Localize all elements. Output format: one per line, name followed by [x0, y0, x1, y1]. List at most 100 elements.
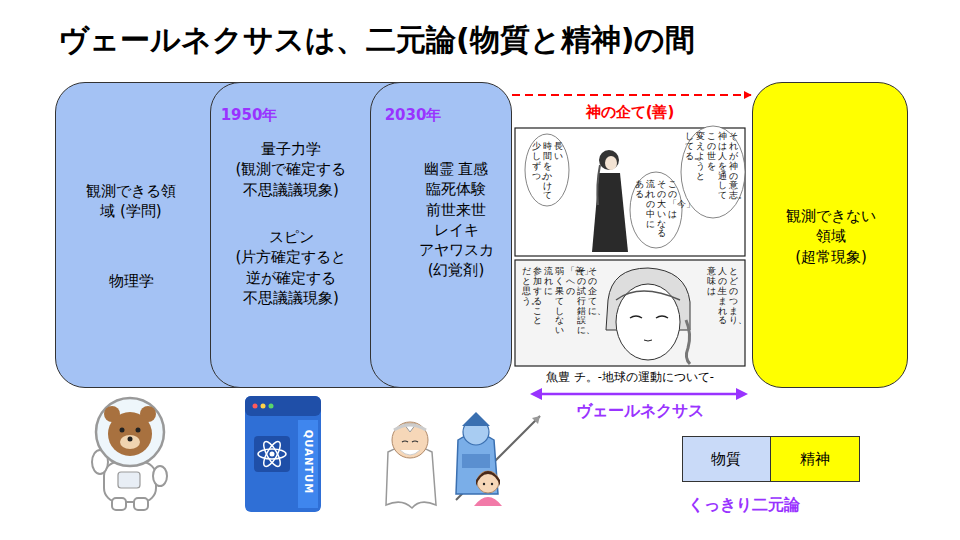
range-arrow: [530, 388, 748, 400]
illustration-part: [128, 437, 133, 442]
manga-dialogue: 変えようと: [696, 132, 705, 181]
illustration-part: [120, 435, 140, 449]
illustration-part: [261, 439, 284, 468]
illustration-part: [134, 498, 148, 510]
illustration-part: [245, 396, 321, 416]
illustration-part: [153, 466, 167, 486]
region-box: 観測できない 領域 (超常現象): [752, 82, 908, 388]
girl: [474, 471, 502, 506]
illustration-part: [118, 472, 140, 488]
illustration-part: [394, 425, 426, 430]
illustration-part: [476, 471, 500, 486]
illustration-part: [392, 422, 428, 458]
illustration-part: [254, 436, 290, 472]
quantum-computer: [245, 396, 321, 512]
illustration-part: [515, 260, 745, 366]
illustration-part: [261, 439, 284, 468]
illustration-part: [108, 412, 152, 456]
manga-dialogue: 意味は、: [707, 267, 716, 297]
node-text: 量子力学 (観測で確定する 不思議議現象): [236, 139, 347, 200]
diagram-title: ヴェールネクサスは、二元論(物質と精神)の間: [58, 20, 695, 61]
year-heading: 1950年: [221, 105, 278, 125]
manga-dialogue: 弱く果てしない: [555, 267, 564, 336]
illustration-part: [686, 320, 690, 364]
node-text: 幽霊 直感 臨死体験 前世来世 レイキ アヤワスカ (幻覚剤): [419, 159, 494, 281]
manga-dialogue: とどのつまり、: [729, 267, 738, 326]
manga-dialogue: その大いなる: [657, 180, 666, 239]
dashed-arrow: [512, 94, 751, 96]
illustration-part: [616, 291, 680, 300]
image-credit: 魚豊 チ。-地球の運動について-: [546, 370, 714, 385]
manga-dialogue: 参加すること: [533, 267, 542, 326]
illustration-part: [402, 441, 418, 442]
node-text: スピン (片方確定すると 逆が確定する 不思議議現象): [236, 227, 347, 308]
illustration-part: [269, 404, 274, 409]
illustration-part: [400, 450, 420, 455]
illustration-part: [261, 404, 266, 409]
illustration-part: [630, 172, 682, 248]
illustration-part: [477, 471, 499, 493]
illustration-part: [540, 393, 738, 396]
illustration-part: [605, 156, 617, 170]
manga-dialogue: 時間をかけて: [543, 142, 552, 201]
illustration-part: [681, 126, 745, 218]
manga-dialogue: してる。: [685, 132, 694, 162]
dualism-box: 精神: [770, 436, 860, 482]
caption-label: くっきり二元論: [688, 495, 800, 516]
device-label: QUANTUM: [303, 430, 314, 494]
manga-dialogue: だと思う。: [522, 267, 531, 307]
manga-dialogue: ある。: [635, 180, 644, 200]
illustration-part: [298, 420, 318, 508]
node-text: 物質: [711, 449, 741, 469]
manga-dialogue: その企てに、: [588, 267, 597, 316]
manga-dialogue: 長い: [554, 142, 563, 162]
manga-dialogue: 流れの中に: [646, 180, 655, 229]
section-heading: 神の企て(善): [586, 103, 675, 122]
range-label: ヴェールネクサス: [576, 401, 704, 422]
node-text: 観測できる領 域 (学問): [86, 181, 176, 222]
manga-dialogue: その試行錯誤に、: [577, 267, 586, 336]
illustration-part: [483, 483, 485, 485]
illustration-part: [112, 498, 126, 510]
ghost-old-man: [386, 422, 436, 508]
samurai-ghost: [456, 412, 540, 500]
illustration-part: [644, 340, 652, 341]
illustration-part: [597, 165, 600, 205]
illustration-part: [630, 316, 668, 318]
node-text: 精神: [800, 449, 830, 469]
illustration-part: [491, 483, 493, 485]
bear-astronaut: [92, 398, 167, 510]
illustration-part: [530, 388, 542, 400]
manga-dialogue: この「今」は: [668, 180, 677, 220]
illustration-part: [245, 396, 321, 512]
node-text: 観測できない 領域 (超常現象): [786, 206, 876, 267]
year-heading: 2030年: [385, 105, 442, 125]
illustration-part: [104, 462, 156, 502]
illustration-part: [258, 449, 286, 459]
manga-dialogue: 「善」への: [566, 267, 575, 297]
illustration-part: [96, 398, 164, 466]
node-text: 物理学: [109, 271, 154, 291]
manga-dialogue: 人の生まれる: [718, 267, 727, 326]
illustration-part: [462, 412, 490, 426]
illustration-part: [532, 416, 540, 424]
dualism-box: 物質: [682, 436, 771, 482]
illustration-part: [736, 388, 748, 400]
illustration-part: [525, 134, 569, 206]
era-box: 2030年幽霊 直感 臨死体験 前世来世 レイキ アヤワスカ (幻覚剤): [370, 82, 512, 388]
illustration-part: [456, 416, 540, 500]
illustration-part: [120, 428, 125, 433]
manga-illustration: [515, 126, 745, 366]
illustration-part: [599, 150, 619, 170]
manga-dialogue: 少しずつ。: [532, 142, 541, 182]
illustration-part: [474, 497, 502, 506]
manga-dialogue: この世を: [707, 132, 716, 172]
manga-dialogue: 流れに: [544, 267, 553, 297]
manga-dialogue: それが神の意志。: [729, 132, 738, 201]
illustration-part: [616, 284, 680, 360]
illustration-part: [462, 454, 490, 468]
illustration-part: [136, 428, 141, 433]
illustration-part: [270, 452, 275, 457]
